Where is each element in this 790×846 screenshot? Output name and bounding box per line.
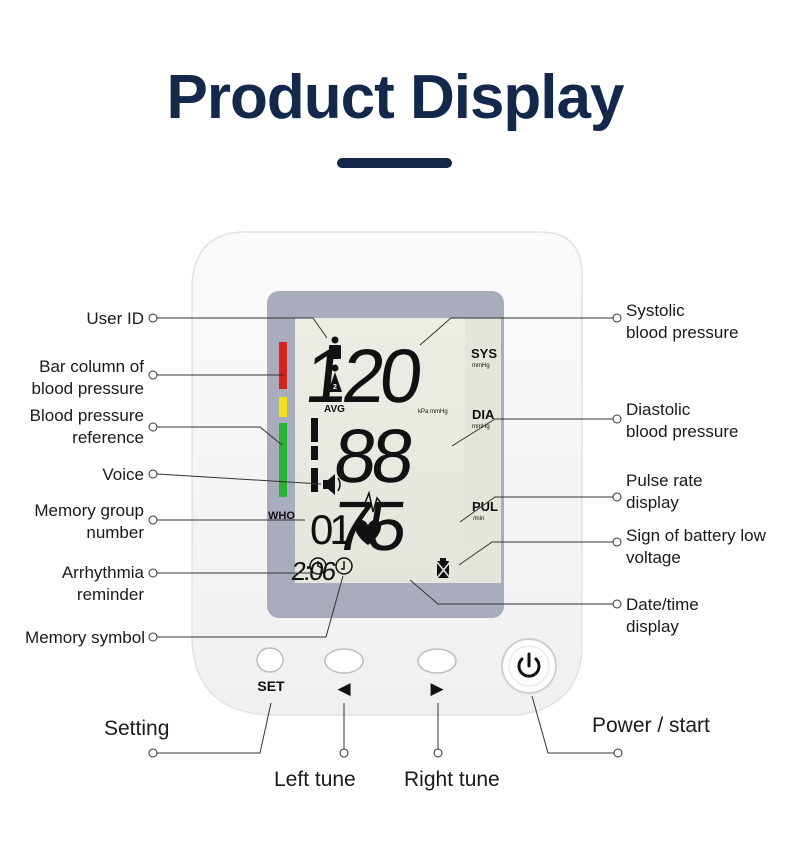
pressure-level-segments — [311, 418, 318, 492]
arrhythmia-label: Arrhythmia reminder — [61, 563, 144, 604]
memory-group-label: Memory group number — [34, 501, 144, 542]
battery-label: Sign of battery low voltage — [626, 526, 766, 567]
voice-label: Voice — [102, 465, 144, 484]
lcd-screen — [295, 318, 465, 583]
right-tune-label: Right tune — [404, 768, 500, 791]
systolic-unit: kPa mmHg — [418, 409, 448, 415]
bar-column-label: Bar column of blood pressure — [31, 357, 144, 398]
dia-label: DIA — [472, 407, 495, 422]
sys-label: SYS — [471, 346, 497, 361]
user-id-icon — [329, 336, 341, 359]
left-tune-label: Left tune — [274, 768, 356, 791]
bar-yellow — [279, 397, 287, 417]
set-label: SET — [257, 678, 285, 694]
leader-lines — [148, 313, 623, 758]
memory-symbol-icon — [335, 557, 353, 575]
setting-label: Setting — [104, 717, 170, 740]
memory-symbol-label: Memory symbol — [25, 628, 145, 647]
systolic-value: 120 — [301, 334, 424, 419]
pulse-label: Pulse rate display — [626, 471, 703, 512]
avg-label: AVG — [324, 404, 345, 415]
right-arrow-icon: ▶ — [430, 679, 444, 698]
left-arrow-icon: ◀ — [337, 679, 351, 698]
dia-unit: mmHg — [472, 424, 490, 430]
lcd-right-panel — [465, 318, 501, 583]
bp-reference-label: Blood pressure reference — [29, 406, 144, 447]
who-label: WHO — [268, 510, 295, 522]
page-title: Product Display — [166, 63, 625, 132]
bar-red — [279, 342, 287, 389]
left-button[interactable] — [324, 648, 364, 674]
voice-icon — [323, 474, 341, 495]
user-id-label: User ID — [86, 309, 144, 328]
power-icon — [517, 652, 541, 678]
diastolic-label: Diastolic blood pressure — [626, 400, 739, 441]
pul-label: PUL — [472, 499, 498, 514]
bar-green — [279, 423, 287, 497]
diastolic-value: 88 — [330, 414, 416, 499]
time-value: 2:06 — [290, 556, 338, 586]
datetime-label: Date/time display — [626, 595, 699, 636]
title-underline — [337, 158, 452, 168]
set-button[interactable] — [256, 647, 284, 673]
systolic-label: Systolic blood pressure — [626, 301, 739, 342]
heart-icon — [354, 520, 382, 545]
power-label: Power / start — [592, 714, 710, 737]
right-button[interactable] — [417, 648, 457, 674]
sys-unit: mmHg — [472, 363, 490, 369]
user-number: 2 — [333, 384, 337, 391]
pul-unit: /min — [473, 516, 484, 522]
memory-group-value: 01 — [310, 506, 351, 553]
arrhythmia-icon — [309, 557, 327, 575]
user-2-icon — [328, 364, 342, 392]
pulse-wave-icon — [355, 490, 390, 513]
